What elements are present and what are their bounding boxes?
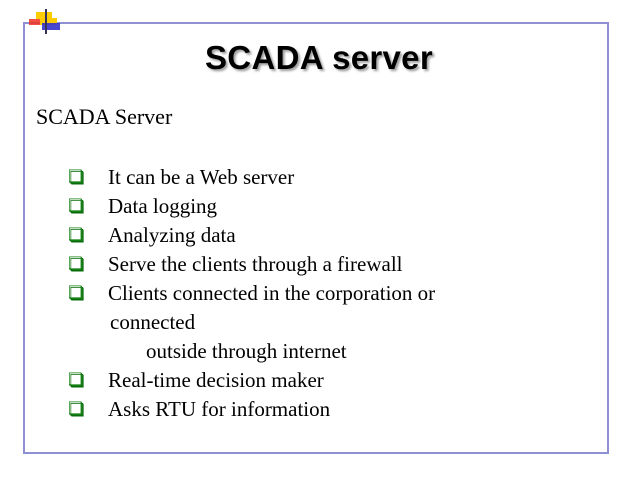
decorative-corner-logo [28, 7, 68, 37]
bullet-item: ❑ Clients connected in the corporation or [36, 279, 596, 308]
bullet-item: ❑ Serve the clients through a firewall [36, 250, 596, 279]
bullet-item-label: Clients connected in the corporation or [108, 281, 436, 306]
bullet-item-label: Serve the clients through a firewall [108, 252, 403, 277]
continuation-line: outside through internet [146, 339, 347, 364]
bullet-item-label: Data logging [108, 194, 218, 219]
bullet-item-label: Real-time decision maker [108, 368, 324, 393]
green-box-bullet-icon: ❑ [68, 196, 84, 217]
green-box-bullet-icon: ❑ [68, 225, 84, 246]
continuation-line: connected [110, 310, 196, 335]
green-box-bullet-icon: ❑ [68, 167, 84, 188]
bullet-item-label: It can be a Web server [108, 165, 295, 190]
bullet-item-label: Analyzing data [108, 223, 236, 248]
slide-subheading: SCADA Server [36, 104, 173, 129]
bullet-list: ❑ It can be a Web server ❑ Data logging ❑ Ana… [36, 163, 596, 424]
bullet-item: ❑ Asks RTU for information [36, 395, 596, 424]
bullet-item: ❑ Real-time decision maker [36, 366, 596, 395]
bullet-item-label: Asks RTU for information [108, 397, 331, 422]
slide-title: SCADA server [205, 39, 433, 76]
green-box-bullet-icon: ❑ [68, 399, 84, 420]
bullet-item: ❑ Analyzing data [36, 221, 596, 250]
bullet-item: ❑ Data logging [36, 192, 596, 221]
green-box-bullet-icon: ❑ [68, 370, 84, 391]
slide-body: SCADA Server ❑ It can be a Web server ❑ Dat… [36, 104, 596, 424]
corner-logo-graphic [29, 9, 60, 34]
green-box-bullet-icon: ❑ [68, 254, 84, 275]
bullet-item: ❑ It can be a Web server [36, 163, 596, 192]
green-box-bullet-icon: ❑ [68, 283, 84, 304]
